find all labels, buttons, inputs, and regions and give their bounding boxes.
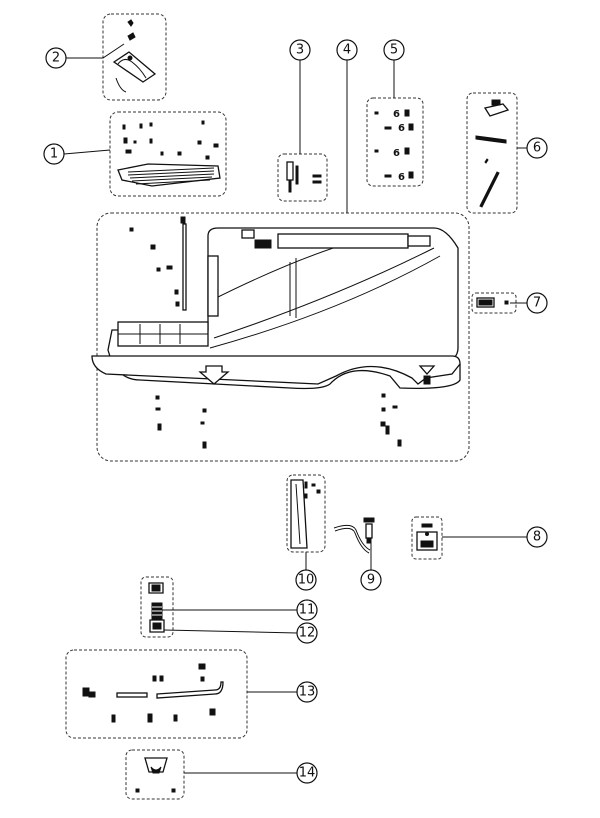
svg-text:6: 6 <box>393 148 400 159</box>
callouts: 2 1 3 4 5 6 7 8 9 10 11 12 13 14 <box>43 39 548 784</box>
part-group-11-12 <box>140 576 174 638</box>
svg-text:2: 2 <box>52 51 60 66</box>
svg-text:8: 8 <box>533 530 541 545</box>
svg-text:1: 1 <box>50 147 58 162</box>
callout-4: 4 <box>336 39 358 61</box>
callout-5: 5 <box>383 39 405 61</box>
part-group-1 <box>109 111 227 197</box>
part-group-13 <box>65 649 248 739</box>
svg-text:6: 6 <box>398 123 405 134</box>
callout-2: 2 <box>45 47 67 69</box>
callout-7: 7 <box>526 292 548 314</box>
svg-text:6: 6 <box>393 109 400 120</box>
svg-text:6: 6 <box>533 141 541 156</box>
part-box-11-12 <box>140 576 174 638</box>
part-box-14 <box>125 749 185 800</box>
svg-text:4: 4 <box>343 43 351 58</box>
svg-text:13: 13 <box>299 685 316 700</box>
callout-8: 8 <box>526 526 548 548</box>
part-group-6 <box>466 92 518 214</box>
part-box-4 <box>96 212 470 462</box>
part-group-5: 6 6 6 6 <box>366 97 424 187</box>
svg-text:6: 6 <box>398 172 405 183</box>
part-group-4 <box>91 212 470 462</box>
callout-13: 13 <box>296 681 318 703</box>
svg-text:14: 14 <box>299 766 316 781</box>
part-group-2 <box>102 13 167 101</box>
callout-1: 1 <box>43 143 65 165</box>
part-box-2 <box>102 13 167 101</box>
svg-text:3: 3 <box>296 43 304 58</box>
part-group-8 <box>411 516 443 560</box>
svg-text:7: 7 <box>533 296 541 311</box>
callout-9: 9 <box>360 569 382 591</box>
svg-text:12: 12 <box>299 626 316 641</box>
part-group-10 <box>286 474 326 553</box>
part-box-1 <box>109 111 227 197</box>
callout-10: 10 <box>295 569 317 591</box>
callout-6: 6 <box>526 137 548 159</box>
svg-text:9: 9 <box>367 573 375 588</box>
callout-3: 3 <box>289 39 311 61</box>
part-box-6 <box>466 92 518 214</box>
part-group-7 <box>471 292 517 314</box>
svg-text:11: 11 <box>299 603 316 618</box>
svg-text:5: 5 <box>390 43 398 58</box>
callout-14: 14 <box>296 762 318 784</box>
part-box-13 <box>65 649 248 739</box>
part-group-14 <box>125 749 185 800</box>
callout-12: 12 <box>296 622 318 644</box>
part-group-3 <box>277 153 328 202</box>
part-box-8 <box>411 516 443 560</box>
part-box-7 <box>471 292 517 314</box>
leader-lines <box>63 43 537 774</box>
part-9-lamp-cable <box>333 517 375 554</box>
svg-text:10: 10 <box>298 573 315 588</box>
part-box-5 <box>366 97 424 187</box>
callout-11: 11 <box>296 599 318 621</box>
